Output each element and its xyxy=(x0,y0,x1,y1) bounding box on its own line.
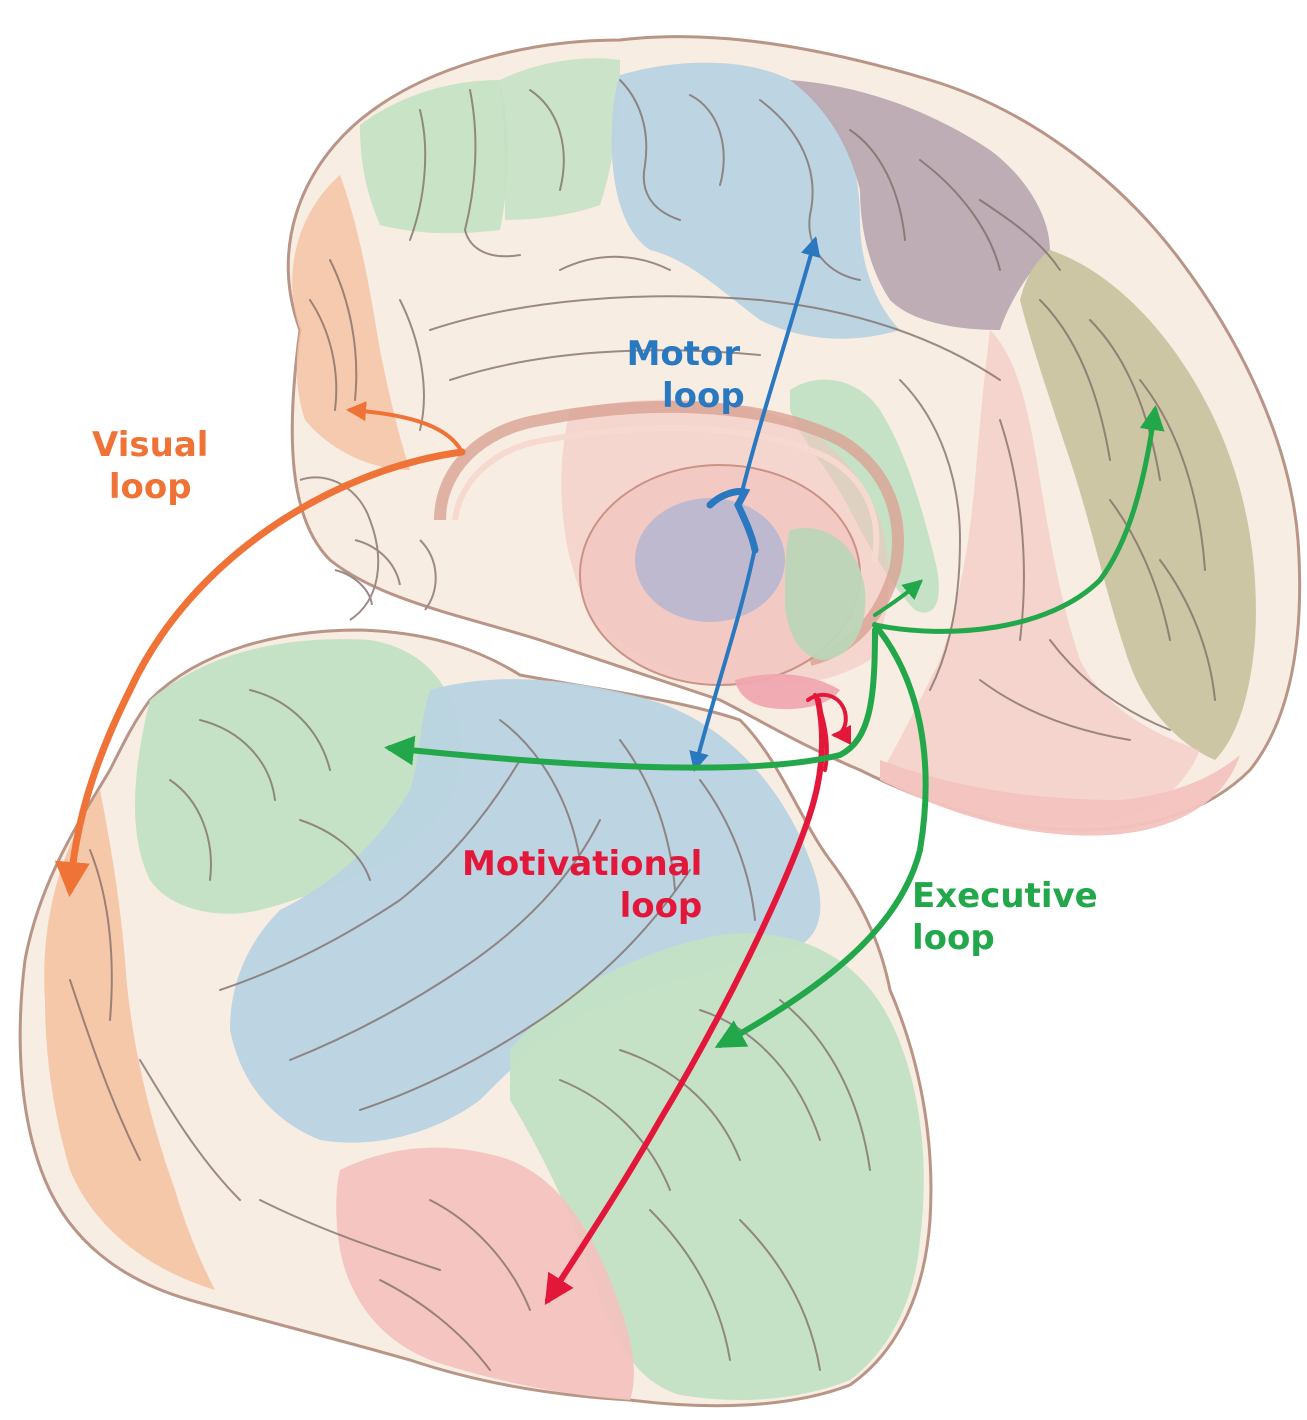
executive-loop-arrows xyxy=(384,405,1165,1048)
motivational-loop-arrows xyxy=(544,692,852,1306)
premotor-region xyxy=(790,80,1050,330)
executive-loop-label-line1: Executive xyxy=(912,876,1098,916)
motor-loop-down-arrow xyxy=(689,546,757,772)
motor-loop-label-line2: loop xyxy=(662,376,745,416)
motor-loop-zigzag xyxy=(706,488,759,554)
executive-loop-right-arrow xyxy=(872,405,1165,634)
motor-loop-label: Motor loop xyxy=(622,333,745,417)
hypothalamus-region xyxy=(735,674,840,710)
corpus-callosum-inner xyxy=(452,425,880,563)
motivational-loop-label-line1: Motivational xyxy=(462,844,703,884)
motor-loop-up-arrow xyxy=(740,236,821,494)
lateral-hemisphere xyxy=(18,628,933,1408)
motivational-loop-inner xyxy=(813,693,829,772)
parietal-green-region-2 xyxy=(500,58,620,221)
thalamus-motor-nucleus xyxy=(635,498,785,622)
corpus-callosum xyxy=(434,400,904,666)
executive-loop-label-line2: loop xyxy=(912,918,995,958)
parietal-green-region-1 xyxy=(360,80,508,234)
temporal-blue-region xyxy=(230,679,821,1143)
temporal-pole-pink-region xyxy=(336,1147,634,1400)
medial-hemisphere xyxy=(286,35,1302,836)
executive-loop-down-arrow xyxy=(714,622,929,1048)
orbitofrontal-region xyxy=(880,755,1240,836)
cerebellum-arbor xyxy=(299,476,437,621)
visual-loop-return-arrow xyxy=(346,401,464,454)
executive-loop-left-arrow xyxy=(384,627,878,771)
motivational-loop-main-arrow xyxy=(544,697,826,1306)
frontal-pink-region xyxy=(880,330,1200,825)
visual-loop-arrows xyxy=(54,401,466,897)
motor-cortex-region xyxy=(611,62,900,339)
motor-loop-arrows xyxy=(689,236,821,772)
executive-loop-short-arrow xyxy=(873,579,924,617)
inferotemporal-green-region xyxy=(510,933,924,1400)
executive-loop-label: Executive loop xyxy=(912,875,1098,959)
medial-sulci xyxy=(309,79,1216,741)
motor-loop-label-line1: Motor xyxy=(626,334,741,374)
motivational-loop-label-line2: loop xyxy=(619,886,703,926)
thalamus-executive-nucleus xyxy=(785,528,866,660)
occipital-lateral-region xyxy=(44,790,216,1290)
visual-loop-label: Visual loop xyxy=(92,424,208,508)
motivational-loop-label: Motivational loop xyxy=(462,843,702,927)
visual-loop-label-line2: loop xyxy=(108,467,192,507)
lateral-sulci xyxy=(69,689,871,1371)
visual-loop-main-arrow xyxy=(54,448,466,897)
motivational-loop-curl xyxy=(806,692,852,745)
visual-loop-label-line1: Visual xyxy=(92,425,209,465)
